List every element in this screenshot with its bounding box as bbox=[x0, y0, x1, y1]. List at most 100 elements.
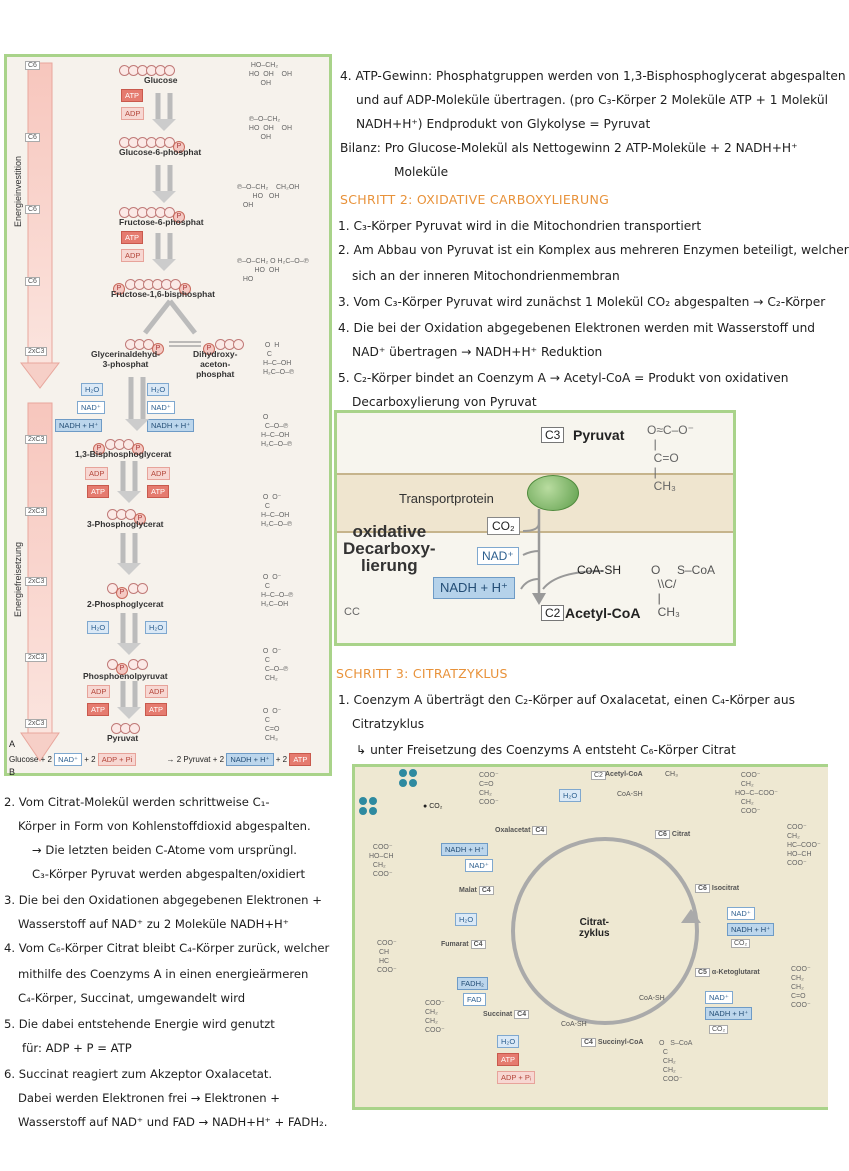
arrow-down bbox=[152, 93, 176, 131]
succinylcoa-struct: O S–CoA C CH₂ CH₂ COO⁻ bbox=[659, 1040, 693, 1083]
arrow-down bbox=[117, 613, 141, 655]
cycle-ring bbox=[511, 837, 701, 1025]
c2-badge: C2 bbox=[541, 605, 565, 621]
note-line: 1. Coenzym A überträgt den C₂-Körper auf… bbox=[338, 693, 795, 707]
pg2-chain: P bbox=[107, 581, 148, 599]
atp-badge: ATP bbox=[497, 1053, 520, 1066]
acoa-struct: O S–CoA \\C/ | CH₃ bbox=[651, 563, 716, 619]
nadh-badge: NADH + H⁺ bbox=[55, 419, 103, 432]
pep-formula: O O⁻ C C–O–℗ CH₂ bbox=[262, 648, 289, 682]
compound-pg2: 2-Phosphoglycerat bbox=[87, 599, 164, 609]
note-line: Citratzyklus bbox=[352, 717, 425, 731]
h2o-badge: H₂O bbox=[147, 383, 170, 396]
h2o-badge: H₂O bbox=[497, 1035, 520, 1048]
coash-label: CoA-SH bbox=[639, 995, 665, 1002]
adp-badge: ADP + Pᵢ bbox=[497, 1071, 536, 1084]
note-line: 2. Vom Citrat-Molekül werden schrittweis… bbox=[4, 795, 270, 809]
note-line: 3. Vom C₃-Körper Pyruvat wird zunächst 1… bbox=[338, 295, 826, 309]
coa-molecule-icon bbox=[399, 769, 417, 787]
note-line: 2. Am Abbau von Pyruvat ist ein Komplex … bbox=[338, 243, 849, 257]
pyruvat-chain bbox=[111, 721, 140, 734]
note-line: → Die letzten beiden C-Atome vom ursprün… bbox=[32, 843, 297, 857]
fadh2-badge: FADH₂ bbox=[457, 977, 488, 990]
arrow-down bbox=[117, 681, 141, 719]
nad-badge: NAD⁺ bbox=[477, 547, 519, 565]
note-line: für: ADP + P = ATP bbox=[22, 1041, 132, 1055]
note-line: 4. Vom C₆-Körper Citrat bleibt C₄-Körper… bbox=[4, 941, 330, 955]
g6p-chain: P bbox=[119, 135, 185, 153]
pg3-chain: P bbox=[107, 507, 146, 525]
corner-label-a: A bbox=[9, 739, 16, 749]
note-line: Dabei werden Elektronen frei → Elektrone… bbox=[18, 1091, 280, 1105]
coash-label: CoA-SH bbox=[561, 1021, 587, 1028]
c2-badge: C2 bbox=[591, 771, 606, 780]
pep-chain: P bbox=[107, 657, 148, 675]
note-line: 5. Die dabei entstehende Energie wird ge… bbox=[4, 1017, 275, 1031]
carbon-label: 2xC3 bbox=[25, 719, 48, 728]
malat-label: Malat C4 bbox=[459, 886, 494, 895]
corner-label-b: B bbox=[9, 767, 16, 777]
note-line: und auf ADP-Moleküle übertragen. (pro C₃… bbox=[356, 93, 828, 107]
note-line: Bilanz: Pro Glucose-Molekül als Nettogew… bbox=[340, 141, 798, 155]
carbon-label: 2xC3 bbox=[25, 653, 48, 662]
atp-badge: ATP bbox=[87, 485, 110, 498]
arrow-down bbox=[117, 461, 141, 503]
adp-badge: ADP bbox=[145, 685, 169, 698]
coash-label: CoA-SH bbox=[577, 563, 622, 577]
decarboxylation-panel: C3 Pyruvat O≈C–O⁻ | C=O | CH₃ Transportp… bbox=[334, 410, 736, 646]
acetylcoa-label: Acetyl-CoA bbox=[605, 771, 643, 778]
co2-badge: CO₂ bbox=[487, 517, 520, 535]
f6p-formula: ℗–O–CH₂ CH₂OH HO OH OH bbox=[237, 184, 300, 209]
carbon-label: 2xC3 bbox=[25, 435, 48, 444]
malat-struct: COO⁻ HO–CH CH₂ COO⁻ bbox=[369, 844, 394, 878]
coash-label: CoA-SH bbox=[617, 791, 643, 798]
glycolysis-panel: Energieinvestition Energiefreisetzung C6… bbox=[4, 54, 332, 777]
succinylcoa-label: C4 Succinyl-CoA bbox=[581, 1038, 643, 1047]
arrow-down bbox=[125, 377, 149, 431]
note-line: NAD⁺ übertragen → NADH+H⁺ Reduktion bbox=[352, 345, 603, 359]
nad-badge: NAD⁺ bbox=[77, 401, 105, 414]
note-line: 4. ATP-Gewinn: Phosphatgruppen werden vo… bbox=[340, 69, 846, 83]
compound-bpg: 1,3-Bisphosphoglycerat bbox=[75, 449, 172, 459]
atp-badge: ATP bbox=[147, 485, 170, 498]
citrat-struct: COO⁻ CH₂ HO–C–COO⁻ CH₂ COO⁻ bbox=[735, 772, 778, 815]
note-line: ↳ unter Freisetzung des Coenzyms A entst… bbox=[356, 743, 736, 757]
co2-badge: CO₂ bbox=[731, 939, 751, 948]
label-energy-release: Energiefreisetzung bbox=[13, 541, 23, 617]
pg2-formula: O O⁻ C H–C–O–℗ H₂C–OH bbox=[260, 574, 294, 608]
h2o-badge: H₂O bbox=[145, 621, 168, 634]
co2-label: ● CO₂ bbox=[423, 803, 443, 810]
pg3-formula: O O⁻ C H–C–OH H₂C–O–℗ bbox=[260, 494, 293, 528]
succinat-struct: COO⁻ CH₂ CH₂ COO⁻ bbox=[425, 1000, 445, 1034]
atp-badge: ATP bbox=[121, 89, 144, 102]
co2-badge: CO₂ bbox=[709, 1025, 729, 1034]
note-line: sich an der inneren Mitochondrienmembran bbox=[352, 269, 620, 283]
fad-badge: FAD bbox=[463, 993, 486, 1006]
glycolysis-summary: Glucose + 2 NAD⁺ + 2 ADP + Pi → 2 Pyruva… bbox=[9, 753, 312, 766]
note-line: 4. Die bei der Oxidation abgegebenen Ele… bbox=[338, 321, 816, 335]
equilibrium-arrow bbox=[169, 341, 201, 347]
nadh-badge: NADH + H⁺ bbox=[441, 843, 489, 856]
nad-badge: NAD⁺ bbox=[705, 991, 733, 1004]
glucose-formula: HO–CH₂ HO OH OH OH bbox=[248, 62, 293, 87]
note-line: mithilfe des Coenzyms A in einen energie… bbox=[18, 967, 309, 981]
isocitrat-label: C6 Isocitrat bbox=[695, 884, 739, 893]
carbon-label: C6 bbox=[25, 205, 40, 214]
compound-dhap: Dihydroxy- aceton- phosphat bbox=[193, 349, 238, 379]
coa-molecule-icon bbox=[359, 797, 377, 815]
compound-f16bp: Fructose-1,6-bisphosphat bbox=[111, 289, 215, 299]
adp-badge: ADP bbox=[121, 107, 145, 120]
c3-badge: C3 bbox=[541, 427, 565, 443]
h2o-badge: H₂O bbox=[81, 383, 104, 396]
citrate-cycle-panel: Citrat- zyklus ● CO₂ COO⁻ C=O CH₂ COO⁻ C… bbox=[352, 764, 828, 1110]
adp-badge: ADP bbox=[87, 685, 111, 698]
adp-badge: ADP bbox=[121, 249, 145, 262]
compound-pyruvat: Pyruvat bbox=[107, 733, 139, 743]
carbon-label: C6 bbox=[25, 61, 40, 70]
adp-badge: ADP bbox=[147, 467, 171, 480]
nadh-badge: NADH + H⁺ bbox=[727, 923, 775, 936]
split-arrows bbox=[143, 299, 197, 335]
bpg-formula: O C–O–℗ H–C–OH H₂C–O–℗ bbox=[260, 414, 293, 448]
dhap-chain: P bbox=[203, 337, 244, 355]
decarb-arrows bbox=[520, 509, 604, 605]
